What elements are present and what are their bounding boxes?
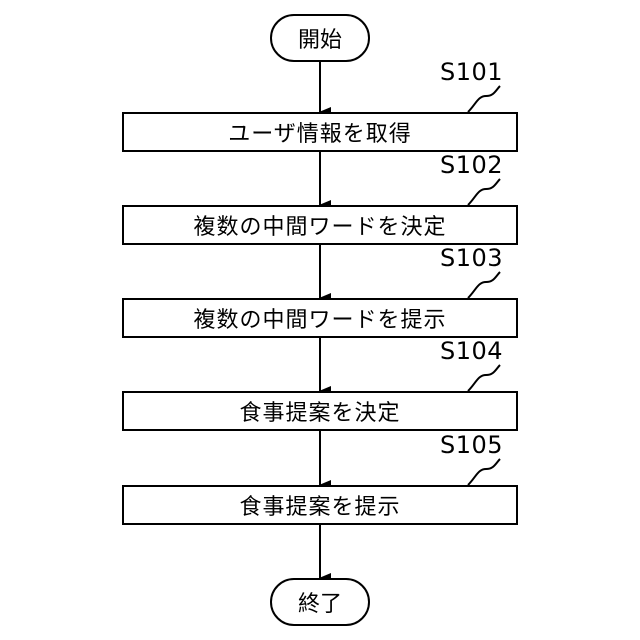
start-terminal: 開始 xyxy=(270,14,370,62)
start-label: 開始 xyxy=(298,22,342,54)
step-id-s105: S105 xyxy=(440,431,503,459)
step-s101-text: ユーザ情報を取得 xyxy=(228,116,412,148)
step-s103: 複数の中間ワードを提示 xyxy=(122,298,518,338)
step-s102: 複数の中間ワードを決定 xyxy=(122,205,518,245)
step-s104: 食事提案を決定 xyxy=(122,391,518,431)
step-id-s104: S104 xyxy=(440,337,503,365)
step-s105: 食事提案を提示 xyxy=(122,485,518,525)
step-s101: ユーザ情報を取得 xyxy=(122,112,518,152)
step-s105-text: 食事提案を提示 xyxy=(239,489,400,521)
step-s103-text: 複数の中間ワードを提示 xyxy=(193,302,446,334)
leader-s101 xyxy=(468,86,500,112)
end-terminal: 終了 xyxy=(270,578,370,626)
step-id-s102: S102 xyxy=(440,151,503,179)
step-id-s103: S103 xyxy=(440,244,503,272)
step-s102-text: 複数の中間ワードを決定 xyxy=(193,209,446,241)
leader-s103 xyxy=(468,272,500,298)
step-s104-text: 食事提案を決定 xyxy=(239,395,400,427)
leader-s104 xyxy=(468,365,500,391)
leader-s102 xyxy=(468,179,500,205)
step-id-s101: S101 xyxy=(440,58,503,86)
end-label: 終了 xyxy=(298,586,342,618)
leader-s105 xyxy=(468,459,500,485)
